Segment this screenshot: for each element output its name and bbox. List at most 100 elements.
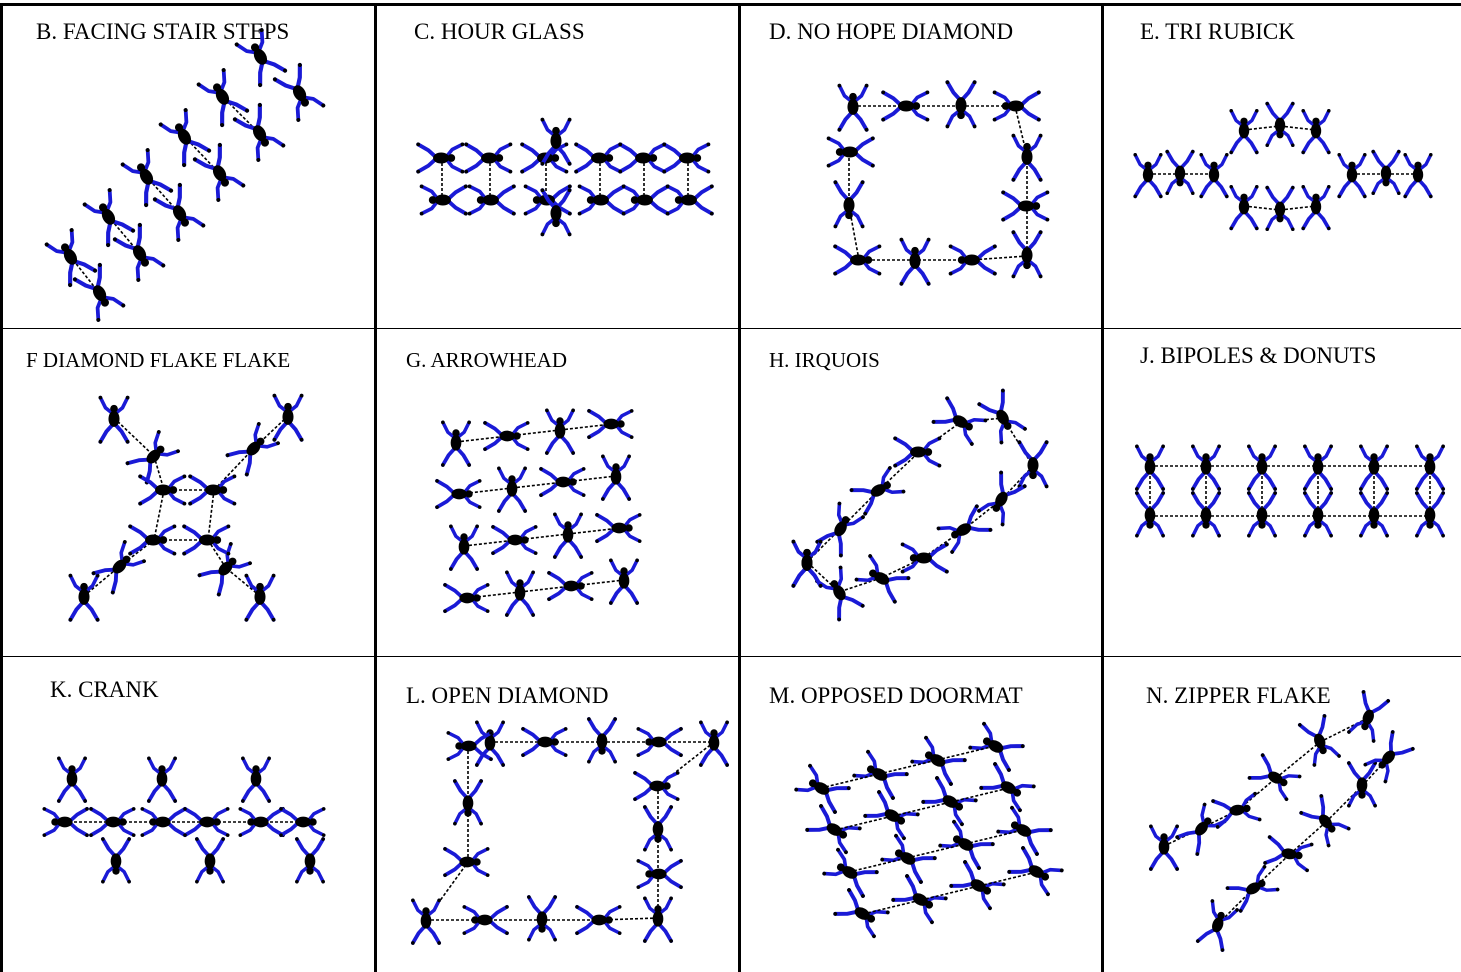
skydiver-figure	[416, 142, 465, 174]
grip-connector	[1275, 741, 1321, 779]
skydiver-figure	[1263, 835, 1314, 873]
skydiver-figure	[188, 474, 237, 506]
skydiver-figure	[1301, 109, 1331, 155]
skydiver-figure	[1229, 185, 1259, 231]
skydiver-figure	[1011, 133, 1043, 182]
skydiver-figure	[244, 573, 276, 622]
skydiver-figure	[42, 806, 89, 838]
skydiver-figure	[1190, 444, 1222, 491]
skydiver-figure	[881, 90, 930, 122]
skydiver-figure	[138, 474, 187, 506]
skydiver-figure	[279, 806, 326, 838]
grip-connector	[970, 255, 1028, 261]
skydiver-figure	[521, 726, 568, 758]
skydiver-formation-diagram	[416, 117, 714, 237]
formation-title: D. NO HOPE DIAMOND	[769, 19, 1014, 44]
formation-cell-h: H. IRQUOIS	[741, 330, 1101, 654]
skydiver-figure	[1133, 153, 1163, 199]
skydiver-figure	[410, 898, 442, 945]
skydiver-figure	[448, 524, 480, 571]
skydiver-figure	[891, 874, 948, 925]
skydiver-figure	[539, 466, 586, 498]
grip-connector	[207, 489, 215, 541]
skydiver-figure	[910, 735, 967, 786]
skydiver-formation-diagram	[1148, 690, 1415, 952]
skydiver-figure	[464, 142, 513, 174]
formation-title: J. BIPOLES & DONUTS	[1140, 343, 1377, 368]
skydiver-figure	[547, 570, 594, 602]
skydiver-figure	[1134, 491, 1166, 538]
grip-connector	[113, 417, 155, 457]
skydiver-figure	[520, 142, 569, 174]
formation-cell-c: C. HOUR GLASS	[378, 6, 738, 326]
skydiver-figure	[462, 904, 509, 936]
skydiver-formation-diagram	[1133, 101, 1433, 231]
skydiver-figure	[1225, 864, 1280, 913]
skydiver-figure	[1195, 899, 1239, 952]
formation-title: K. CRANK	[50, 677, 159, 702]
skydiver-figure	[452, 779, 484, 826]
skydiver-figure	[98, 395, 130, 444]
skydiver-figure	[146, 756, 178, 803]
grip-connector	[906, 843, 966, 859]
skydiver-figure	[419, 184, 468, 216]
grip-connector	[878, 451, 920, 491]
formation-title: L. OPEN DIAMOND	[406, 683, 609, 708]
formation-cell-f: F DIAMOND FLAKE FLAKE	[4, 330, 372, 654]
skydiver-figure	[1199, 153, 1229, 199]
skydiver-figure	[893, 436, 942, 468]
skydiver-figure	[1246, 491, 1278, 538]
skydiver-figure	[948, 244, 997, 276]
formation-title: F DIAMOND FLAKE FLAKE	[26, 348, 291, 372]
skydiver-figure	[1371, 149, 1401, 195]
skydiver-figure	[197, 542, 252, 597]
skydiver-formation-diagram	[1134, 444, 1446, 538]
skydiver-figure	[125, 430, 180, 485]
skydiver-figure	[1346, 761, 1378, 808]
skydiver-figure	[833, 888, 890, 939]
skydiver-figure	[618, 142, 667, 174]
skydiver-figure	[1363, 730, 1415, 784]
skydiver-figure	[1265, 185, 1295, 231]
grip-connector	[519, 585, 573, 593]
skydiver-figure	[240, 756, 272, 803]
grip-connector	[567, 527, 621, 535]
grid-line-col-3	[1101, 3, 1104, 972]
skydiver-figure	[899, 237, 931, 286]
skydiver-figure	[992, 90, 1041, 122]
skydiver-figure	[435, 478, 482, 510]
skydiver-figure	[931, 396, 988, 446]
skydiver-figure	[540, 117, 572, 166]
grip-connector	[515, 533, 569, 541]
skydiver-figure	[945, 80, 977, 129]
formation-cell-n: N. ZIPPER FLAKE	[1104, 658, 1461, 972]
formation-title: G. ARROWHEAD	[406, 348, 567, 372]
grip-connector	[459, 487, 513, 495]
skydiver-figure	[196, 68, 250, 128]
skydiver-figure	[272, 62, 326, 122]
skydiver-figure	[833, 244, 882, 276]
skydiver-formation-diagram	[435, 408, 642, 617]
grip-connector	[922, 529, 964, 559]
skydiver-figure	[815, 501, 865, 558]
skydiver-figure	[496, 466, 528, 513]
skydiver-figure	[1299, 794, 1351, 848]
grip-connector	[1279, 125, 1317, 131]
skydiver-figure	[1165, 149, 1195, 195]
skydiver-figure	[642, 896, 674, 943]
grip-connector	[559, 423, 613, 431]
skydiver-figure	[636, 858, 683, 890]
grip-connector	[253, 415, 289, 449]
skydiver-figure	[979, 762, 1036, 813]
skydiver-figure	[152, 182, 206, 242]
formation-title: E. TRI RUBICK	[1140, 19, 1295, 44]
skydiver-figure	[82, 188, 136, 248]
skydiver-formation-diagram	[44, 28, 326, 322]
skydiver-figure	[1297, 714, 1341, 767]
skydiver-figure	[633, 770, 680, 802]
grip-connector	[225, 567, 261, 597]
skydiver-figure	[833, 180, 865, 229]
skydiver-figure	[234, 28, 288, 88]
skydiver-figure	[587, 408, 634, 440]
grid-line-col-2	[738, 3, 741, 972]
